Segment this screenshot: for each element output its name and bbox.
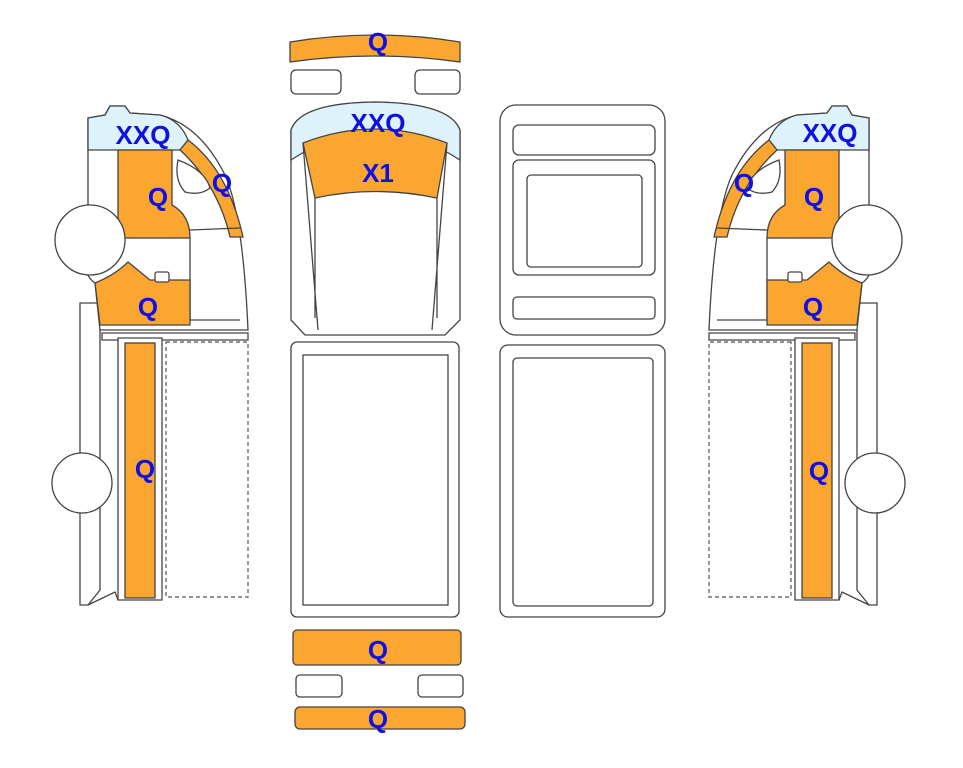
top-windshield-label: XXQ: [351, 108, 406, 138]
left-lower-panel-label: Q: [138, 292, 158, 322]
top-view: [289, 34, 466, 730]
right-bed-side-label: Q: [809, 456, 829, 486]
right-windshield-label: XXQ: [803, 118, 858, 148]
rear-bumper-label: Q: [368, 635, 388, 665]
left-bed-side-label: Q: [135, 454, 155, 484]
front-bumper-label: Q: [368, 27, 388, 57]
left-windshield-label: XXQ: [116, 120, 171, 150]
right-a-pillar-label: Q: [734, 168, 754, 198]
left-door-label: Q: [148, 182, 168, 212]
plan-view: [499, 104, 666, 618]
right-door-label: Q: [804, 182, 824, 212]
right-lower-panel-label: Q: [803, 292, 823, 322]
left-a-pillar-label: Q: [212, 168, 232, 198]
rear-bar-label: Q: [368, 704, 388, 734]
hood-label: X1: [362, 158, 394, 188]
